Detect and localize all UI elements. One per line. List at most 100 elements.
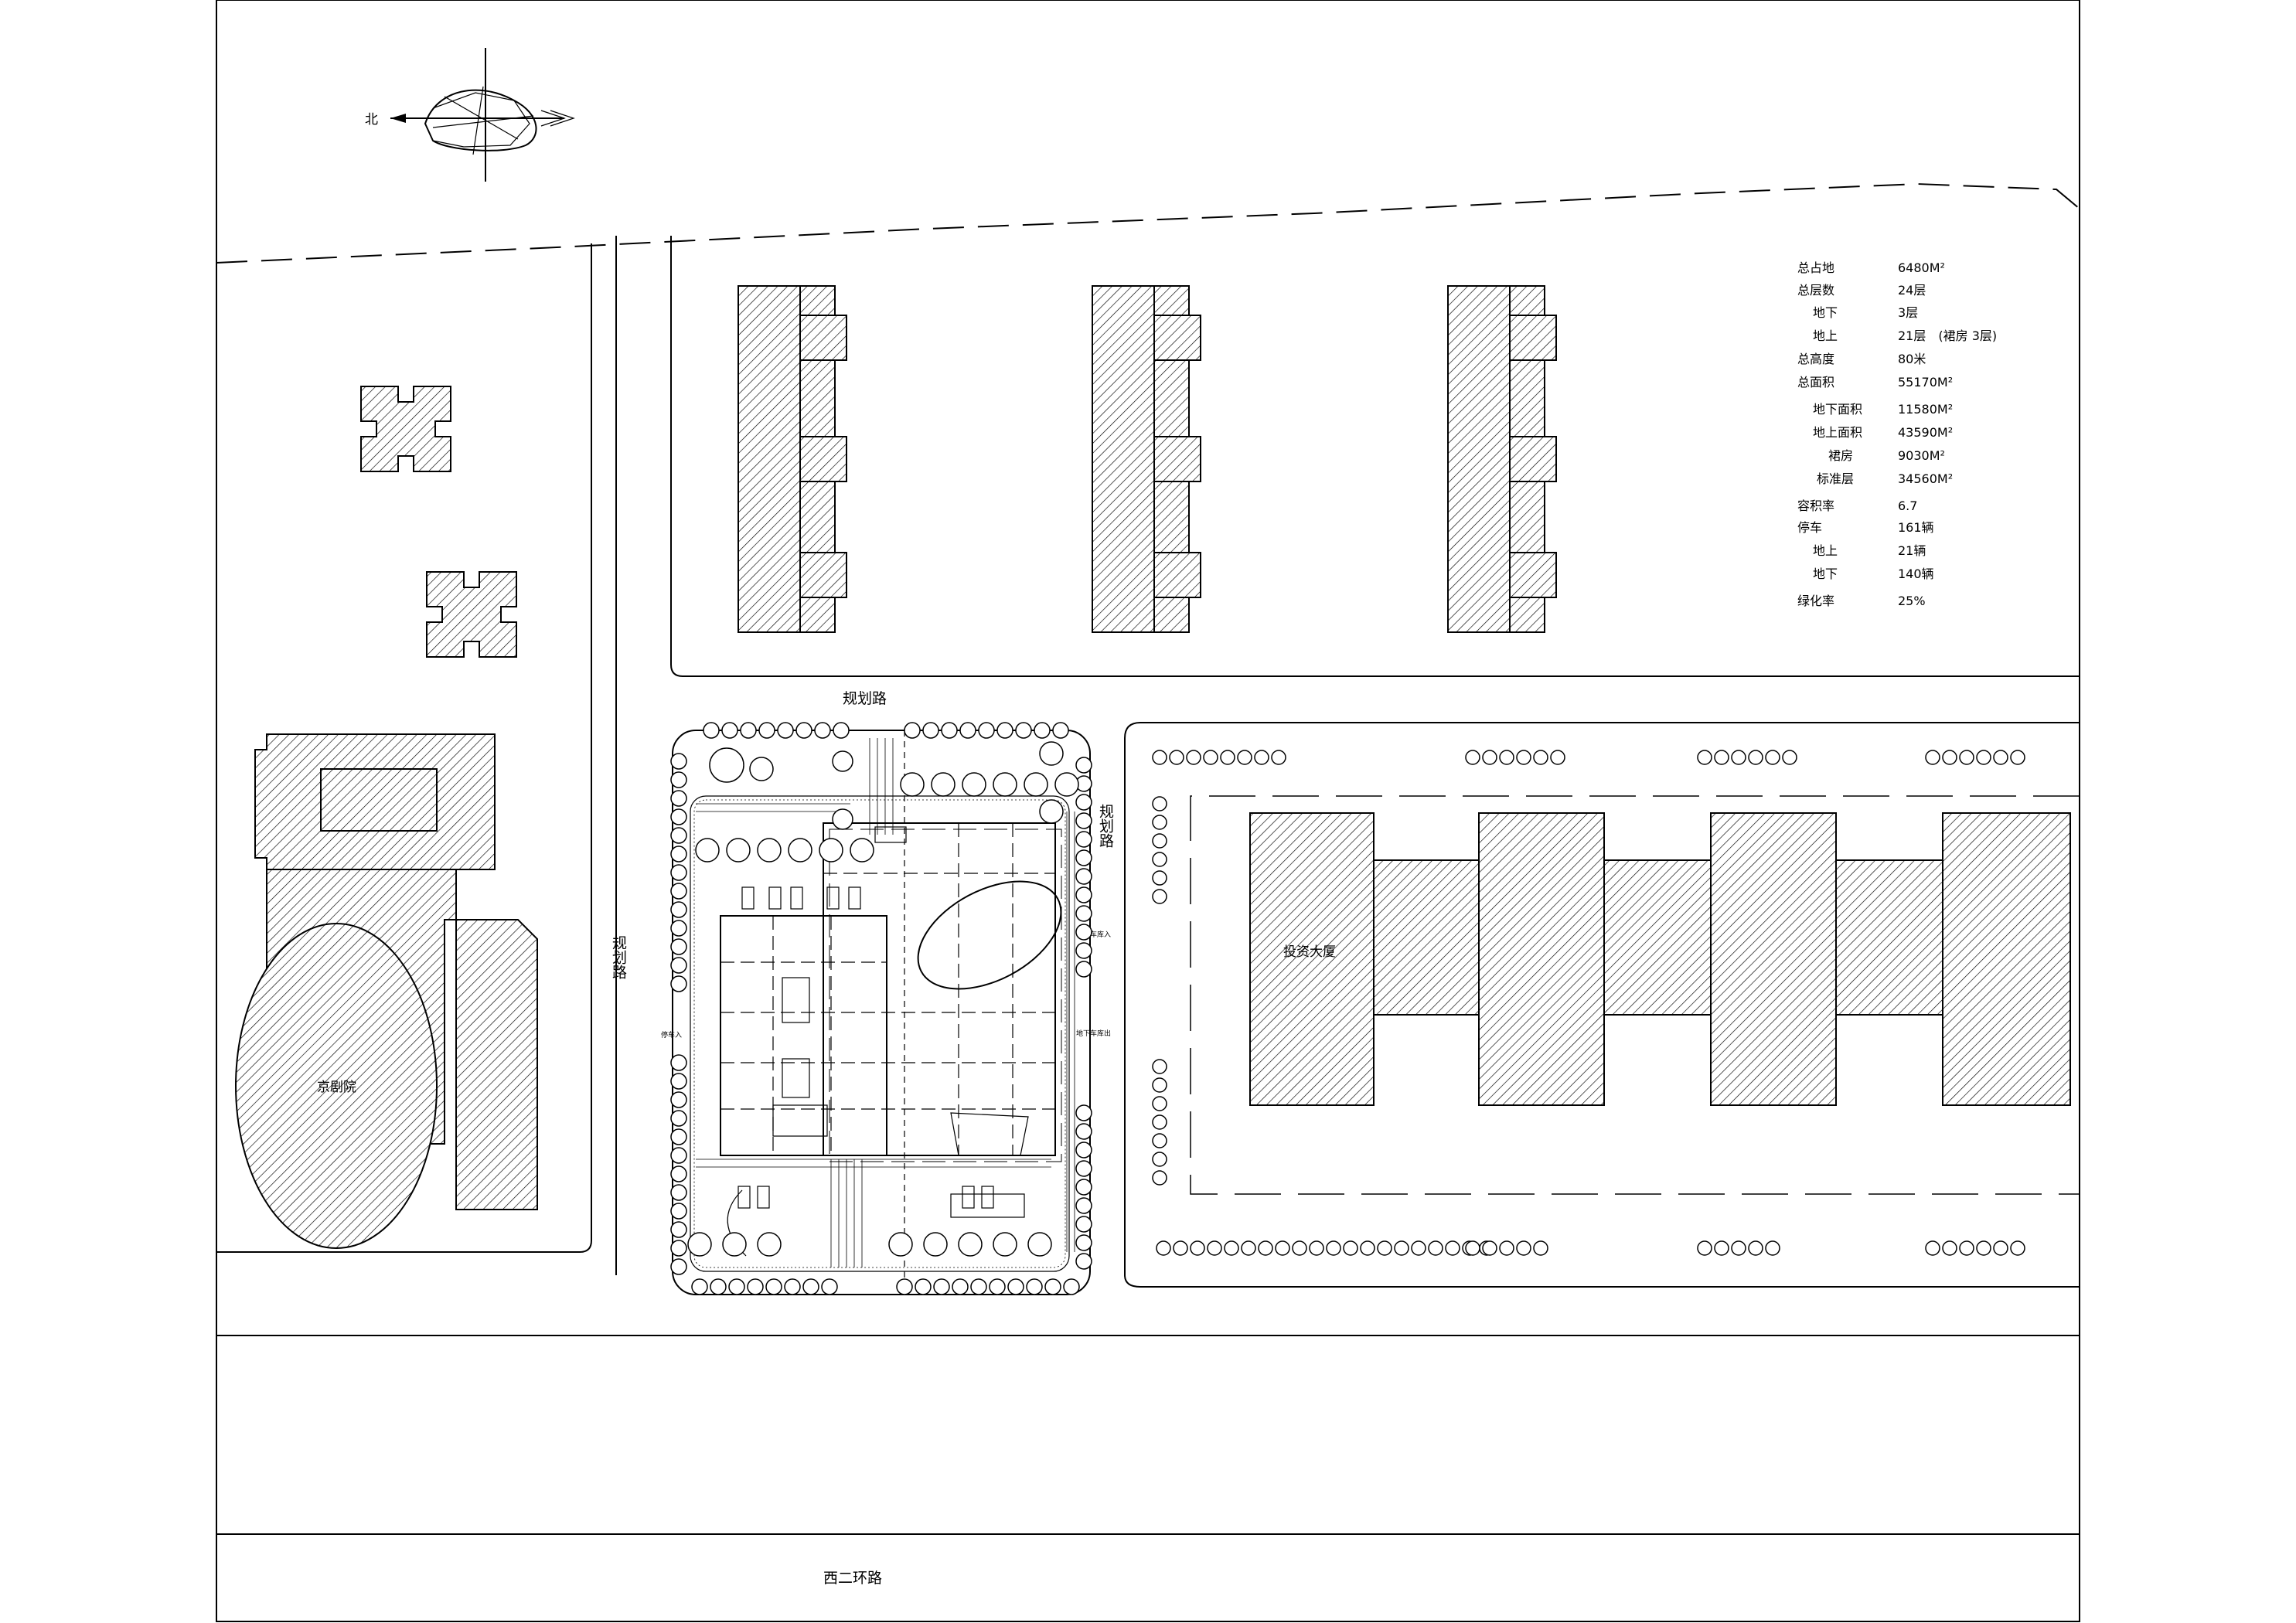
tree: [923, 1232, 948, 1257]
cross-building-1: [360, 386, 451, 472]
tree: [670, 938, 687, 955]
tree: [670, 790, 687, 807]
tree: [670, 808, 687, 825]
tree: [1152, 870, 1167, 886]
tree: [1075, 1234, 1092, 1251]
tree: [1292, 1240, 1307, 1256]
tree: [941, 722, 958, 739]
tree: [832, 808, 853, 830]
tree: [1411, 1240, 1426, 1256]
tree: [670, 1165, 687, 1182]
tree: [1063, 1278, 1080, 1295]
stat-value: 25%: [1898, 594, 1926, 608]
tree: [1533, 1240, 1548, 1256]
tree: [1044, 1278, 1061, 1295]
tree: [989, 1278, 1006, 1295]
tree: [695, 838, 720, 863]
tree: [1976, 1240, 1991, 1256]
tree: [1152, 1170, 1167, 1186]
tree: [821, 1278, 838, 1295]
tree: [709, 747, 744, 783]
tree: [958, 1232, 983, 1257]
tree: [1075, 1253, 1092, 1270]
tree: [1516, 1240, 1531, 1256]
tree: [784, 1278, 801, 1295]
tree: [1499, 750, 1514, 765]
tree: [1152, 1152, 1167, 1167]
tree: [1152, 1077, 1167, 1093]
tree: [1152, 833, 1167, 849]
tree: [1516, 750, 1531, 765]
stat-label: 地下: [1813, 305, 1838, 320]
tree: [1271, 750, 1286, 765]
theater-complex: 京剧院: [235, 733, 538, 1249]
tree: [1925, 1240, 1940, 1256]
tree: [888, 1232, 913, 1257]
site-boundary-dashed: [216, 182, 2080, 264]
entrance-right-bottom-label: 地下车库出: [1076, 1029, 1111, 1038]
tree: [1075, 1197, 1092, 1214]
tree: [1024, 772, 1048, 797]
tree: [710, 1278, 727, 1295]
tree: [670, 1221, 687, 1238]
tree: [1007, 1278, 1024, 1295]
tree: [833, 722, 850, 739]
tree: [1169, 750, 1184, 765]
tree: [1075, 905, 1092, 922]
stat-label: 地下: [1813, 567, 1838, 581]
tree: [1714, 750, 1729, 765]
tree: [670, 827, 687, 844]
investment-tower-label: 投资大厦: [1283, 944, 1336, 960]
entrance-left-label: 停车入: [661, 1030, 682, 1039]
tree: [993, 772, 1017, 797]
tree: [1959, 1240, 1974, 1256]
tree: [978, 722, 995, 739]
tree: [670, 1054, 687, 1071]
stat-value: 6480M²: [1898, 260, 1945, 275]
tree: [1054, 772, 1079, 797]
tree: [1220, 750, 1235, 765]
tree: [1697, 1240, 1712, 1256]
tree: [1465, 1240, 1480, 1256]
tree: [1075, 1216, 1092, 1233]
tree: [1152, 852, 1167, 867]
tree: [1039, 799, 1064, 824]
tree: [1499, 1240, 1514, 1256]
tree: [1075, 757, 1092, 774]
tree: [1765, 750, 1780, 765]
tree: [691, 1278, 708, 1295]
north-label: 北: [365, 112, 378, 128]
tree: [1482, 750, 1497, 765]
tree: [1533, 750, 1548, 765]
north-compass: 北: [365, 48, 575, 182]
tree: [1075, 849, 1092, 866]
tree: [670, 883, 687, 900]
tree: [1203, 750, 1218, 765]
tree: [1731, 1240, 1746, 1256]
tree: [1445, 1240, 1460, 1256]
tree: [933, 1278, 950, 1295]
tree: [1075, 1123, 1092, 1140]
tree: [850, 838, 874, 863]
road-curbs: [216, 236, 2080, 1535]
tree: [1075, 961, 1092, 978]
stat-label: 地上: [1813, 328, 1838, 343]
tree: [670, 846, 687, 863]
main-site: 停车入 地下车库入 地下车库出: [661, 730, 1111, 1295]
tree: [896, 1278, 913, 1295]
stat-label: 地上: [1813, 543, 1838, 558]
tree: [726, 838, 751, 863]
tree: [802, 1278, 819, 1295]
tree: [670, 864, 687, 881]
tree: [1026, 1278, 1043, 1295]
tree: [1254, 750, 1269, 765]
tree: [765, 1278, 782, 1295]
road-label-west-ring: 西二环路: [823, 1570, 882, 1587]
stat-value: 6.7: [1898, 498, 1917, 513]
stat-label: 绿化率: [1797, 594, 1834, 608]
tree: [1075, 812, 1092, 829]
tree: [1377, 1240, 1392, 1256]
tree: [1394, 1240, 1409, 1256]
investment-tower: 投资大厦: [1249, 812, 2071, 1106]
theater-label: 京剧院: [317, 1080, 356, 1095]
